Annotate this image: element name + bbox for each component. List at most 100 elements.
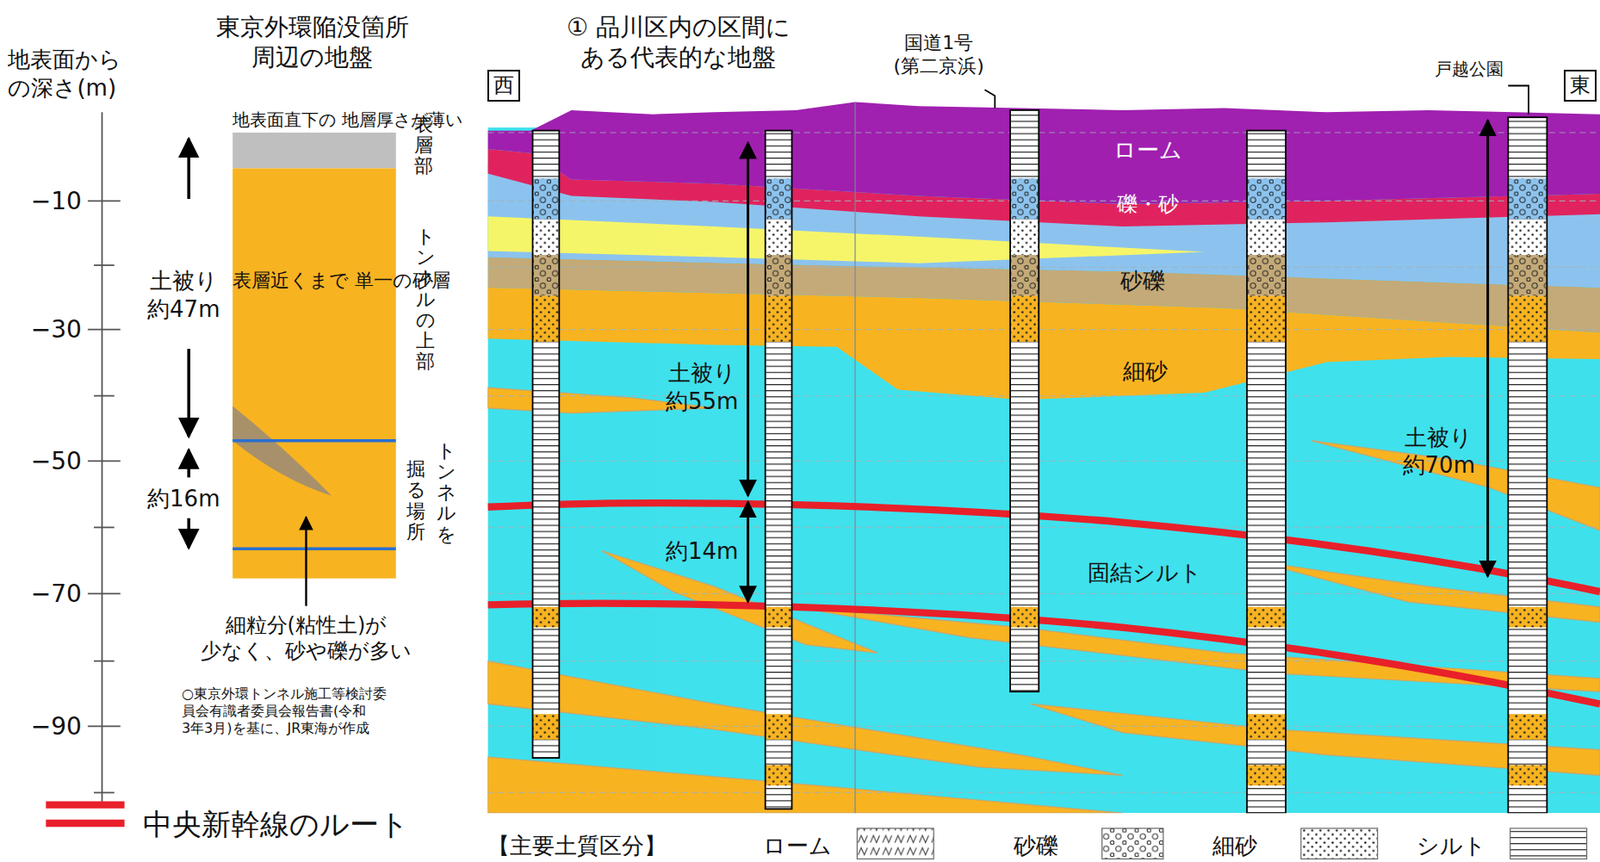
- borehole-log: [1246, 764, 1286, 786]
- legend-text: 中央新幹線のルート: [142, 806, 410, 844]
- layer-label: ローム: [1113, 136, 1183, 165]
- borehole-log: [1507, 117, 1547, 813]
- borehole-log: [533, 607, 560, 628]
- borehole-log: [1507, 254, 1547, 296]
- borehole-log: [533, 219, 560, 255]
- borehole-log: [1507, 764, 1547, 786]
- borehole-log: [1246, 130, 1286, 814]
- borehole-log: [765, 254, 793, 296]
- borehole-log: [765, 764, 793, 786]
- borehole-log: [1246, 130, 1286, 814]
- borehole-log: [765, 130, 793, 810]
- tick-label: −10: [31, 186, 82, 217]
- borehole-log: [533, 254, 560, 296]
- borehole-log: [1010, 607, 1039, 628]
- borehole-log: [1246, 296, 1286, 342]
- borehole-log: [533, 607, 560, 628]
- source-note: ○東京外環トンネル施工等検討委 員会有識者委員会報告書(令和 3年3月)を基に、…: [181, 685, 416, 738]
- layer-label: 砂礫: [1120, 266, 1166, 296]
- borehole-log: [765, 178, 793, 219]
- borehole-log: [533, 130, 560, 759]
- borehole-log: [765, 178, 793, 219]
- box-text: 西: [493, 72, 515, 100]
- borehole-log: [1246, 178, 1286, 219]
- borehole-log: [765, 219, 793, 255]
- layer-label: 細砂: [1122, 357, 1168, 386]
- borehole-log: [765, 713, 793, 740]
- borehole-log: [765, 219, 793, 255]
- borehole-log: [765, 130, 793, 810]
- borehole-log: [1246, 713, 1286, 740]
- axis-title: 地表面から の深さ(m): [7, 45, 143, 102]
- borehole-log: [1010, 110, 1039, 692]
- borehole-log: [1010, 110, 1039, 692]
- borehole-log: [1010, 178, 1039, 219]
- borehole-log: [533, 219, 560, 255]
- legend-text: 細砂: [1212, 831, 1258, 861]
- borehole-log: [765, 607, 793, 628]
- borehole-log: [1246, 219, 1286, 255]
- borehole-log: [1246, 254, 1286, 296]
- place-label: 国道1号 (第二京浜): [878, 31, 1000, 79]
- borehole-log: [1507, 713, 1547, 740]
- borehole-log: [1246, 178, 1286, 219]
- borehole-log: [533, 713, 560, 740]
- borehole-log: [1507, 117, 1547, 813]
- borehole-log: [765, 130, 793, 810]
- borehole-log: [1246, 607, 1286, 628]
- borehole-log: [1507, 117, 1547, 813]
- tick-label: −50: [31, 446, 82, 477]
- borehole-log: [533, 130, 560, 759]
- borehole-log: [533, 296, 560, 342]
- depth-label: 土被り 約70m: [1389, 423, 1489, 480]
- legend-text: 砂礫: [1013, 831, 1059, 861]
- borehole-log: [1010, 219, 1039, 255]
- borehole-log: [1010, 254, 1039, 296]
- legend-heading: 【主要土質区分】: [487, 831, 667, 861]
- borehole-log: [1246, 130, 1286, 814]
- legend-text: ローム: [762, 831, 832, 861]
- borehole-log: [765, 296, 793, 342]
- zone-label: トンネルの上部: [415, 226, 435, 373]
- borehole-log: [1507, 178, 1547, 219]
- box-text: 東: [1569, 72, 1591, 100]
- borehole-log: [1507, 254, 1547, 296]
- borehole-log: [1010, 296, 1039, 342]
- borehole-log: [765, 296, 793, 342]
- panel-title: ① 品川区内の区間に ある代表的な地盤: [545, 12, 812, 73]
- borehole-log: [1246, 219, 1286, 255]
- borehole-log: [533, 178, 560, 219]
- borehole-log: [533, 296, 560, 342]
- zone-label: 表層部: [414, 114, 434, 178]
- tick-label: −70: [31, 578, 82, 609]
- borehole-log: [1246, 713, 1286, 740]
- legend-text: シルト: [1416, 831, 1487, 861]
- borehole-log: [1010, 219, 1039, 255]
- depth-label: 土被り 約55m: [652, 359, 751, 416]
- borehole-log: [1507, 607, 1547, 628]
- panel-title: 東京外環陥没箇所 周辺の地盤: [204, 12, 422, 73]
- place-label: 戸越公園: [1434, 58, 1504, 81]
- borehole-log: [1010, 254, 1039, 296]
- borehole-log: [1507, 219, 1547, 255]
- borehole-log: [1507, 713, 1547, 740]
- borehole-log: [1010, 607, 1039, 628]
- borehole-log: [1246, 764, 1286, 786]
- borehole-log: [765, 713, 793, 740]
- borehole-log: [1010, 296, 1039, 342]
- borehole-log: [1507, 296, 1547, 342]
- direction-box: 東: [1563, 69, 1597, 102]
- zone-label: トンネルを: [436, 440, 456, 546]
- borehole-log: [1246, 296, 1286, 342]
- borehole-log: [1246, 254, 1286, 296]
- direction-box: 西: [487, 69, 521, 102]
- depth-label: 約16m: [147, 484, 220, 514]
- borehole-log: [1507, 764, 1547, 786]
- borehole-log: [1507, 219, 1547, 255]
- note-label: 細粒分(粘性土)が 少なく、砂や礫が多い: [196, 612, 416, 664]
- borehole-log: [765, 764, 793, 786]
- borehole-log: [1246, 607, 1286, 628]
- borehole-log: [1010, 178, 1039, 219]
- borehole-log: [765, 607, 793, 628]
